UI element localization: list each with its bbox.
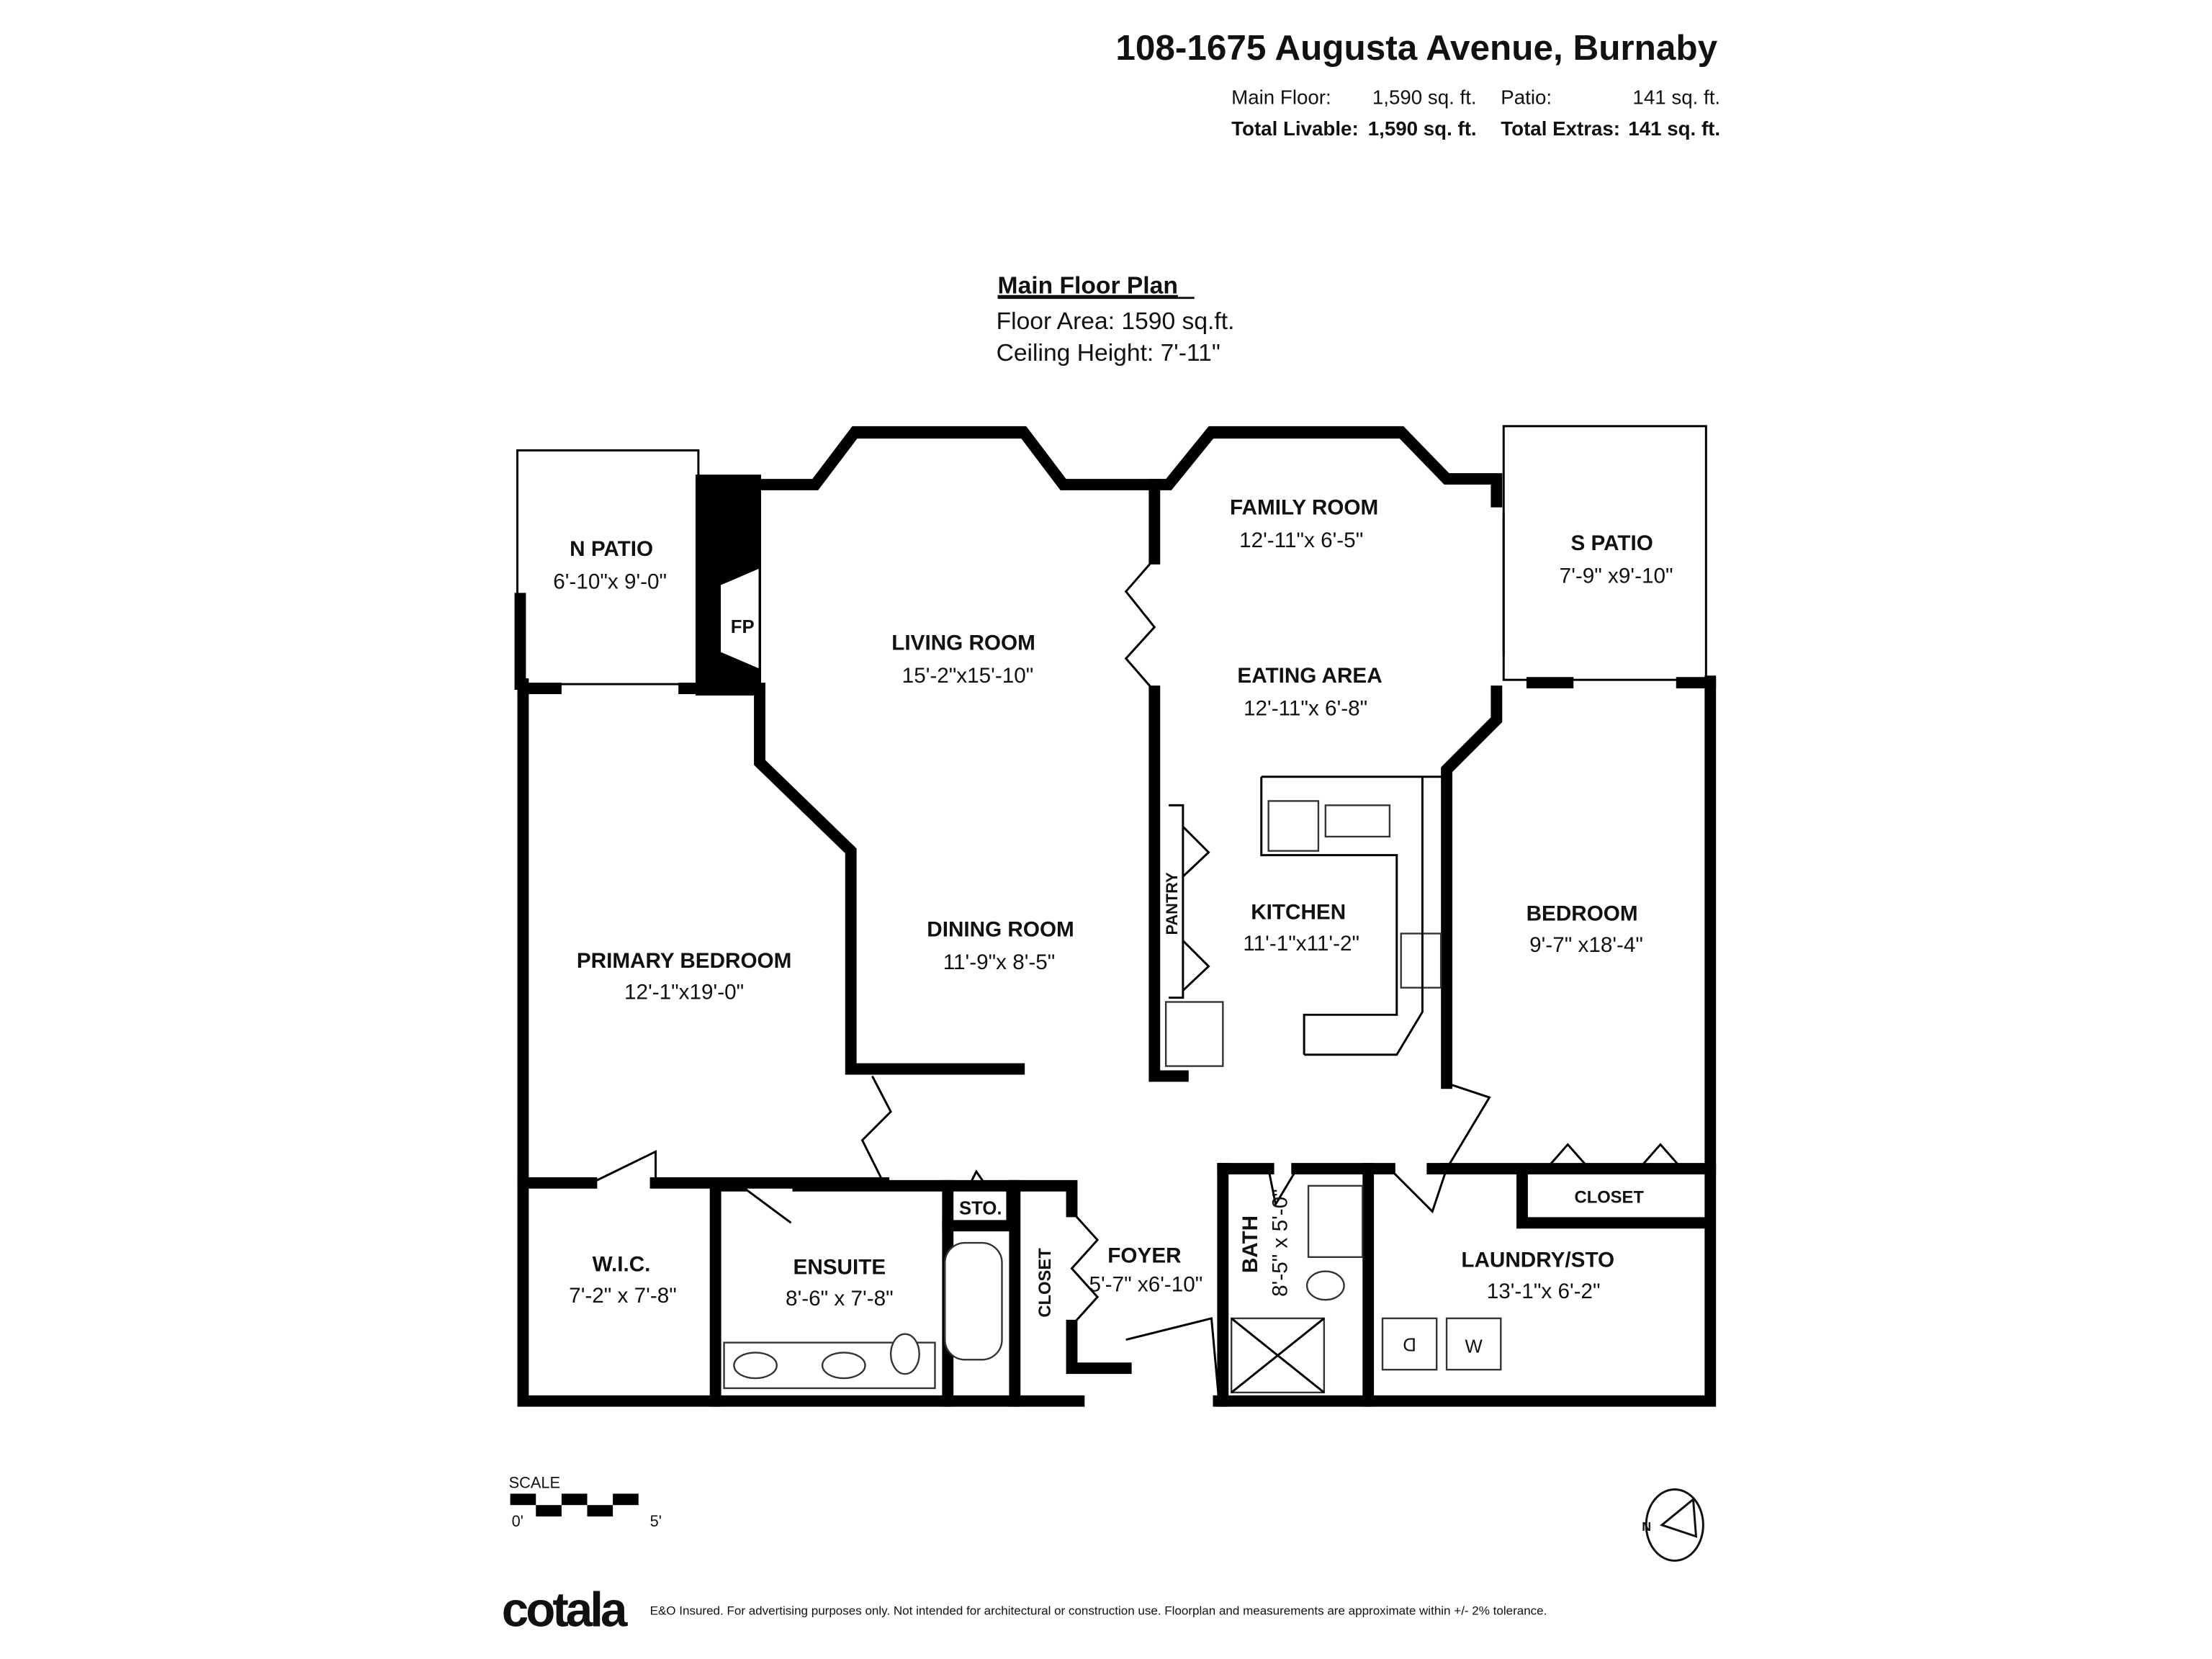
pantry-shower-icon xyxy=(1164,1001,1224,1067)
bath-sink-icon xyxy=(1307,1184,1364,1259)
doors xyxy=(590,557,1683,1397)
living-room-dims: 15'-2"x15'-10" xyxy=(902,664,1034,688)
bath-dims: 8'-5" x 5'-0" xyxy=(1268,1189,1292,1297)
washer-label: W xyxy=(1465,1336,1483,1357)
n-patio-outline xyxy=(516,449,700,685)
dryer-icon xyxy=(1381,1317,1438,1371)
n-patio-name: N PATIO xyxy=(570,537,653,561)
main-floor-value: 1,590 sq. ft. xyxy=(1372,86,1477,108)
kitchen-fixtures xyxy=(1164,775,1447,1067)
sink-icon xyxy=(733,1352,778,1380)
plan-ceiling-height: Ceiling Height: 7'-11" xyxy=(997,340,1220,367)
patio-value: 141 sq. ft. xyxy=(1632,86,1720,108)
bath-name: BATH xyxy=(1238,1215,1262,1273)
ensuite-dims: 8'-6" x 7'-8" xyxy=(786,1287,894,1310)
living-room-name: LIVING ROOM xyxy=(891,631,1035,655)
bath-toilet-icon xyxy=(1305,1270,1345,1301)
dryer-label: D xyxy=(1403,1334,1416,1354)
foyer-dims: 5'-7" x6'-10" xyxy=(1089,1272,1203,1296)
main-floor-label: Main Floor: xyxy=(1231,86,1331,108)
laundry-dims: 13'-1"x 6'-2" xyxy=(1487,1280,1601,1303)
laundry-name: LAUNDRY/STO xyxy=(1461,1249,1614,1272)
wic-name: W.I.C. xyxy=(593,1253,651,1277)
pantry-label: PANTRY xyxy=(1163,872,1181,935)
s-patio-name: S PATIO xyxy=(1571,531,1653,555)
fireplace-icon xyxy=(719,565,761,672)
kitchen-name: KITCHEN xyxy=(1251,901,1346,925)
ensuite-name: ENSUITE xyxy=(793,1256,886,1280)
total-livable-label: Total Livable: xyxy=(1231,117,1359,140)
svg-text:N: N xyxy=(1642,1519,1651,1534)
sto-label: STO. xyxy=(959,1198,1002,1218)
foyer-name: FOYER xyxy=(1107,1244,1181,1268)
wic-dims: 7'-2" x 7'-8" xyxy=(569,1284,677,1308)
bedroom-dims: 9'-7" x18'-4" xyxy=(1529,933,1643,957)
total-extras-label: Total Extras: xyxy=(1501,117,1620,140)
bedroom-name: BEDROOM xyxy=(1527,902,1638,926)
cotala-logo: cotala xyxy=(502,1583,628,1637)
total-extras-value: 141 sq. ft. xyxy=(1628,117,1720,140)
fp-label: FP xyxy=(731,617,755,637)
scale-label: SCALE xyxy=(509,1473,560,1491)
scale-bar xyxy=(510,1493,639,1517)
scale-end: 5' xyxy=(650,1512,662,1530)
sink-icon xyxy=(821,1352,866,1380)
toilet-icon xyxy=(889,1333,920,1375)
total-livable-value: 1,590 sq. ft. xyxy=(1368,117,1477,140)
kitchen-sink-icon xyxy=(1324,804,1391,838)
plan-title: Main Floor Plan xyxy=(998,273,1178,300)
plan-floor-area: Floor Area: 1590 sq.ft. xyxy=(997,308,1235,335)
primary-bedroom-dims: 12'-1"x19'-0" xyxy=(624,981,744,1004)
fridge-icon xyxy=(1267,800,1320,852)
dining-room-name: DINING ROOM xyxy=(927,917,1074,941)
eating-area-dims: 12'-11"x 6'-8" xyxy=(1244,697,1367,721)
windows xyxy=(855,436,1505,656)
bedroom-closet-label: CLOSET xyxy=(1575,1188,1645,1208)
stove-icon xyxy=(1400,932,1442,989)
patio-label: Patio: xyxy=(1501,86,1552,108)
s-patio-dims: 7'-9" x9'-10" xyxy=(1560,565,1673,588)
primary-bedroom-name: PRIMARY BEDROOM xyxy=(577,949,792,973)
bathtub-icon xyxy=(944,1241,1003,1361)
eating-area-name: EATING AREA xyxy=(1237,664,1382,688)
address-title: 108-1675 Augusta Avenue, Burnaby xyxy=(1115,28,1717,68)
dining-room-dims: 11'-9"x 8'-5" xyxy=(943,950,1056,974)
kitchen-dims: 11'-1"x11'-2" xyxy=(1243,932,1359,956)
bath-fixtures xyxy=(723,1184,1502,1394)
foyer-closet-label: CLOSET xyxy=(1035,1248,1055,1318)
n-patio-dims: 6'-10"x 9'-0" xyxy=(553,570,667,593)
north-compass-icon: N xyxy=(1642,1488,1704,1562)
walls xyxy=(517,426,1717,1407)
family-room-dims: 12'-11"x 6'-5" xyxy=(1239,529,1363,552)
washer-icon xyxy=(1445,1317,1502,1371)
scale-start: 0' xyxy=(512,1512,523,1530)
disclaimer-text: E&O Insured. For advertising purposes on… xyxy=(650,1604,1547,1618)
family-room-name: FAMILY ROOM xyxy=(1230,496,1378,520)
